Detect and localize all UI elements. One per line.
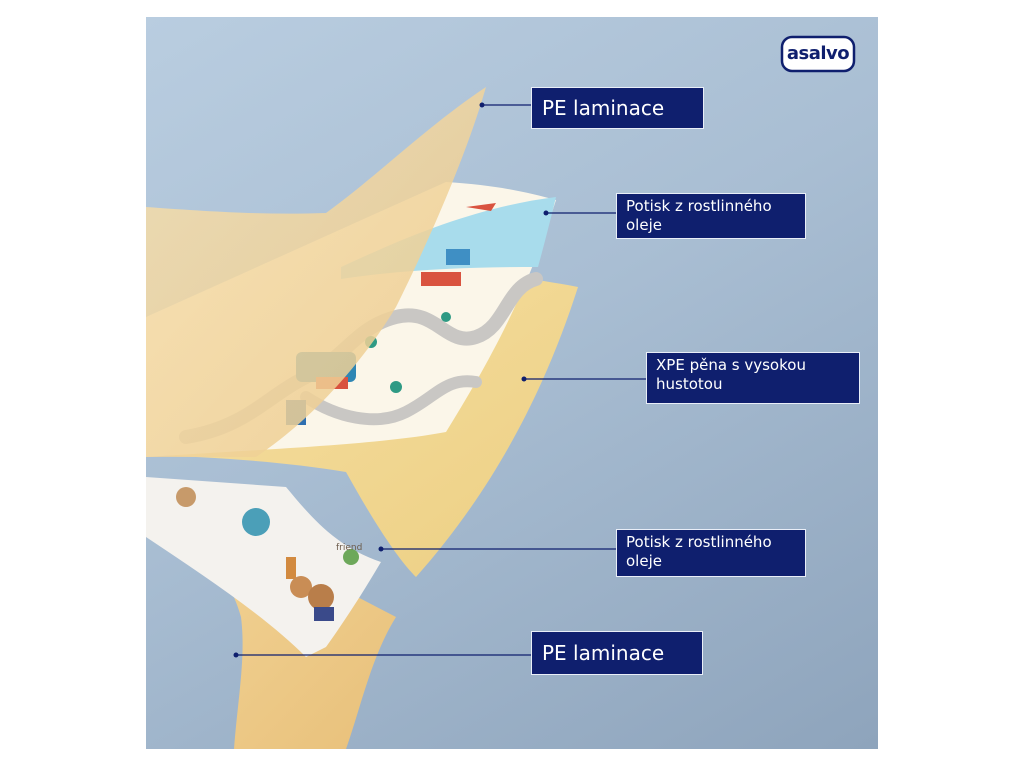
label-text: XPE pěna s vysokou hustotou xyxy=(656,356,806,393)
label-pe-laminace-top: PE laminace xyxy=(531,87,704,129)
logo-text: asalvo xyxy=(786,43,850,64)
label-text: Potisk z rostlinného oleje xyxy=(626,533,772,570)
label-text: Potisk z rostlinného oleje xyxy=(626,197,772,234)
animal-print: friend xyxy=(176,487,362,621)
brand-logo: asalvo xyxy=(779,34,857,74)
pe-top-layer xyxy=(146,87,486,457)
label-potisk-top: Potisk z rostlinného oleje xyxy=(616,193,806,239)
print-friend-text: friend xyxy=(336,543,362,553)
logo-badge xyxy=(780,35,856,73)
label-xpe-pena: XPE pěna s vysokou hustotou xyxy=(646,352,860,404)
label-potisk-bottom: Potisk z rostlinného oleje xyxy=(616,529,806,577)
diagram-panel: friend xyxy=(146,17,878,749)
label-text: PE laminace xyxy=(542,95,665,120)
connector-lines xyxy=(233,102,646,658)
mat-layers-illustration: friend xyxy=(146,35,856,749)
label-pe-laminace-bottom: PE laminace xyxy=(531,631,703,675)
label-text: PE laminace xyxy=(542,640,665,665)
